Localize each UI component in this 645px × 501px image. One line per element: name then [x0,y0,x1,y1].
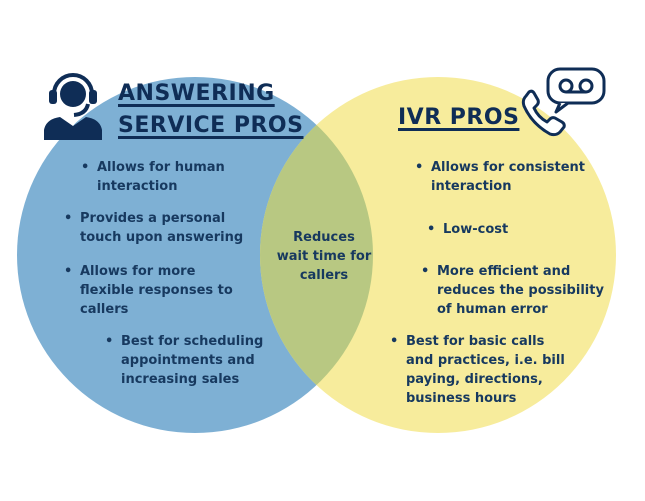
left-item-3: • Allows for more flexible responses to … [64,264,233,317]
left-item-2: • Provides a personal touch upon answeri… [64,211,244,245]
phone-voicemail-icon [521,67,606,137]
right-item-3: • More efficient and reduces the possibi… [421,264,604,317]
overlap-text: Reduces wait time for callers [276,230,372,283]
bullet-icon: • [64,211,73,226]
left-item-1: • Allows for human interaction [81,160,225,194]
right-item-1: • Allows for consistent interaction [415,160,586,194]
call-center-agent-headset-icon [44,73,102,140]
left-title-line1: ANSWERING [118,81,275,106]
right-item-4: • Best for basic calls and practices, i.… [390,334,565,406]
right-item-2: • Low-cost [427,222,509,237]
bullet-icon: • [421,264,430,279]
overlap-region [260,77,373,433]
bullet-icon: • [64,264,73,279]
bullet-icon: • [415,160,424,175]
right-title: IVR PROS [398,105,520,130]
left-title-line2: SERVICE PROS [118,113,304,138]
bullet-icon: • [105,334,114,349]
bullet-icon: • [81,160,90,175]
bullet-icon: • [427,222,436,237]
left-title: ANSWERING SERVICE PROS [118,78,303,142]
left-item-4: • Best for scheduling appointments and i… [105,334,264,387]
bullet-icon: • [390,334,399,349]
